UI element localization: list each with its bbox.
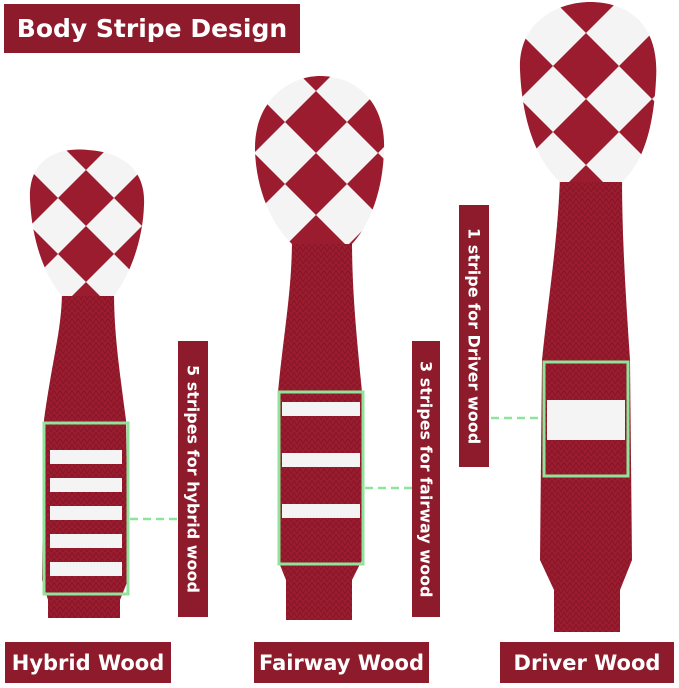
driver-highlight-box [542,360,630,478]
driver-headcover [491,2,657,632]
page-title: Body Stripe Design [4,4,300,53]
knit-stripe [50,450,122,464]
driver-head [519,2,657,182]
knit-stripe [282,504,360,518]
fairway-headcover [254,76,412,620]
hybrid-highlight-box [42,421,130,596]
fairway-stripes [282,402,360,518]
hybrid-head [29,149,145,296]
driver-wood-label: Driver Wood [500,642,674,683]
hybrid-stripe-note: 5 stripes for hybrid wood [178,341,208,617]
knit-stripe [50,478,122,492]
fairway-body [278,238,362,620]
hybrid-wood-label: Hybrid Wood [5,642,171,683]
fairway-wood-label: Fairway Wood [254,642,429,683]
knit-stripe [50,562,122,576]
fairway-stripe-note: 3 stripes for fairway wood [412,341,440,617]
knit-stripe [547,400,625,440]
fairway-highlight-box [277,390,365,566]
hybrid-stripes [50,450,122,576]
knit-stripe [282,402,360,416]
hybrid-headcover [29,149,178,618]
knit-stripe [50,534,122,548]
fairway-head [254,76,385,244]
knit-stripe [282,453,360,467]
driver-stripes [547,400,625,440]
knit-stripe [50,506,122,520]
driver-stripe-note: 1 stripe for Driver wood [459,205,489,467]
